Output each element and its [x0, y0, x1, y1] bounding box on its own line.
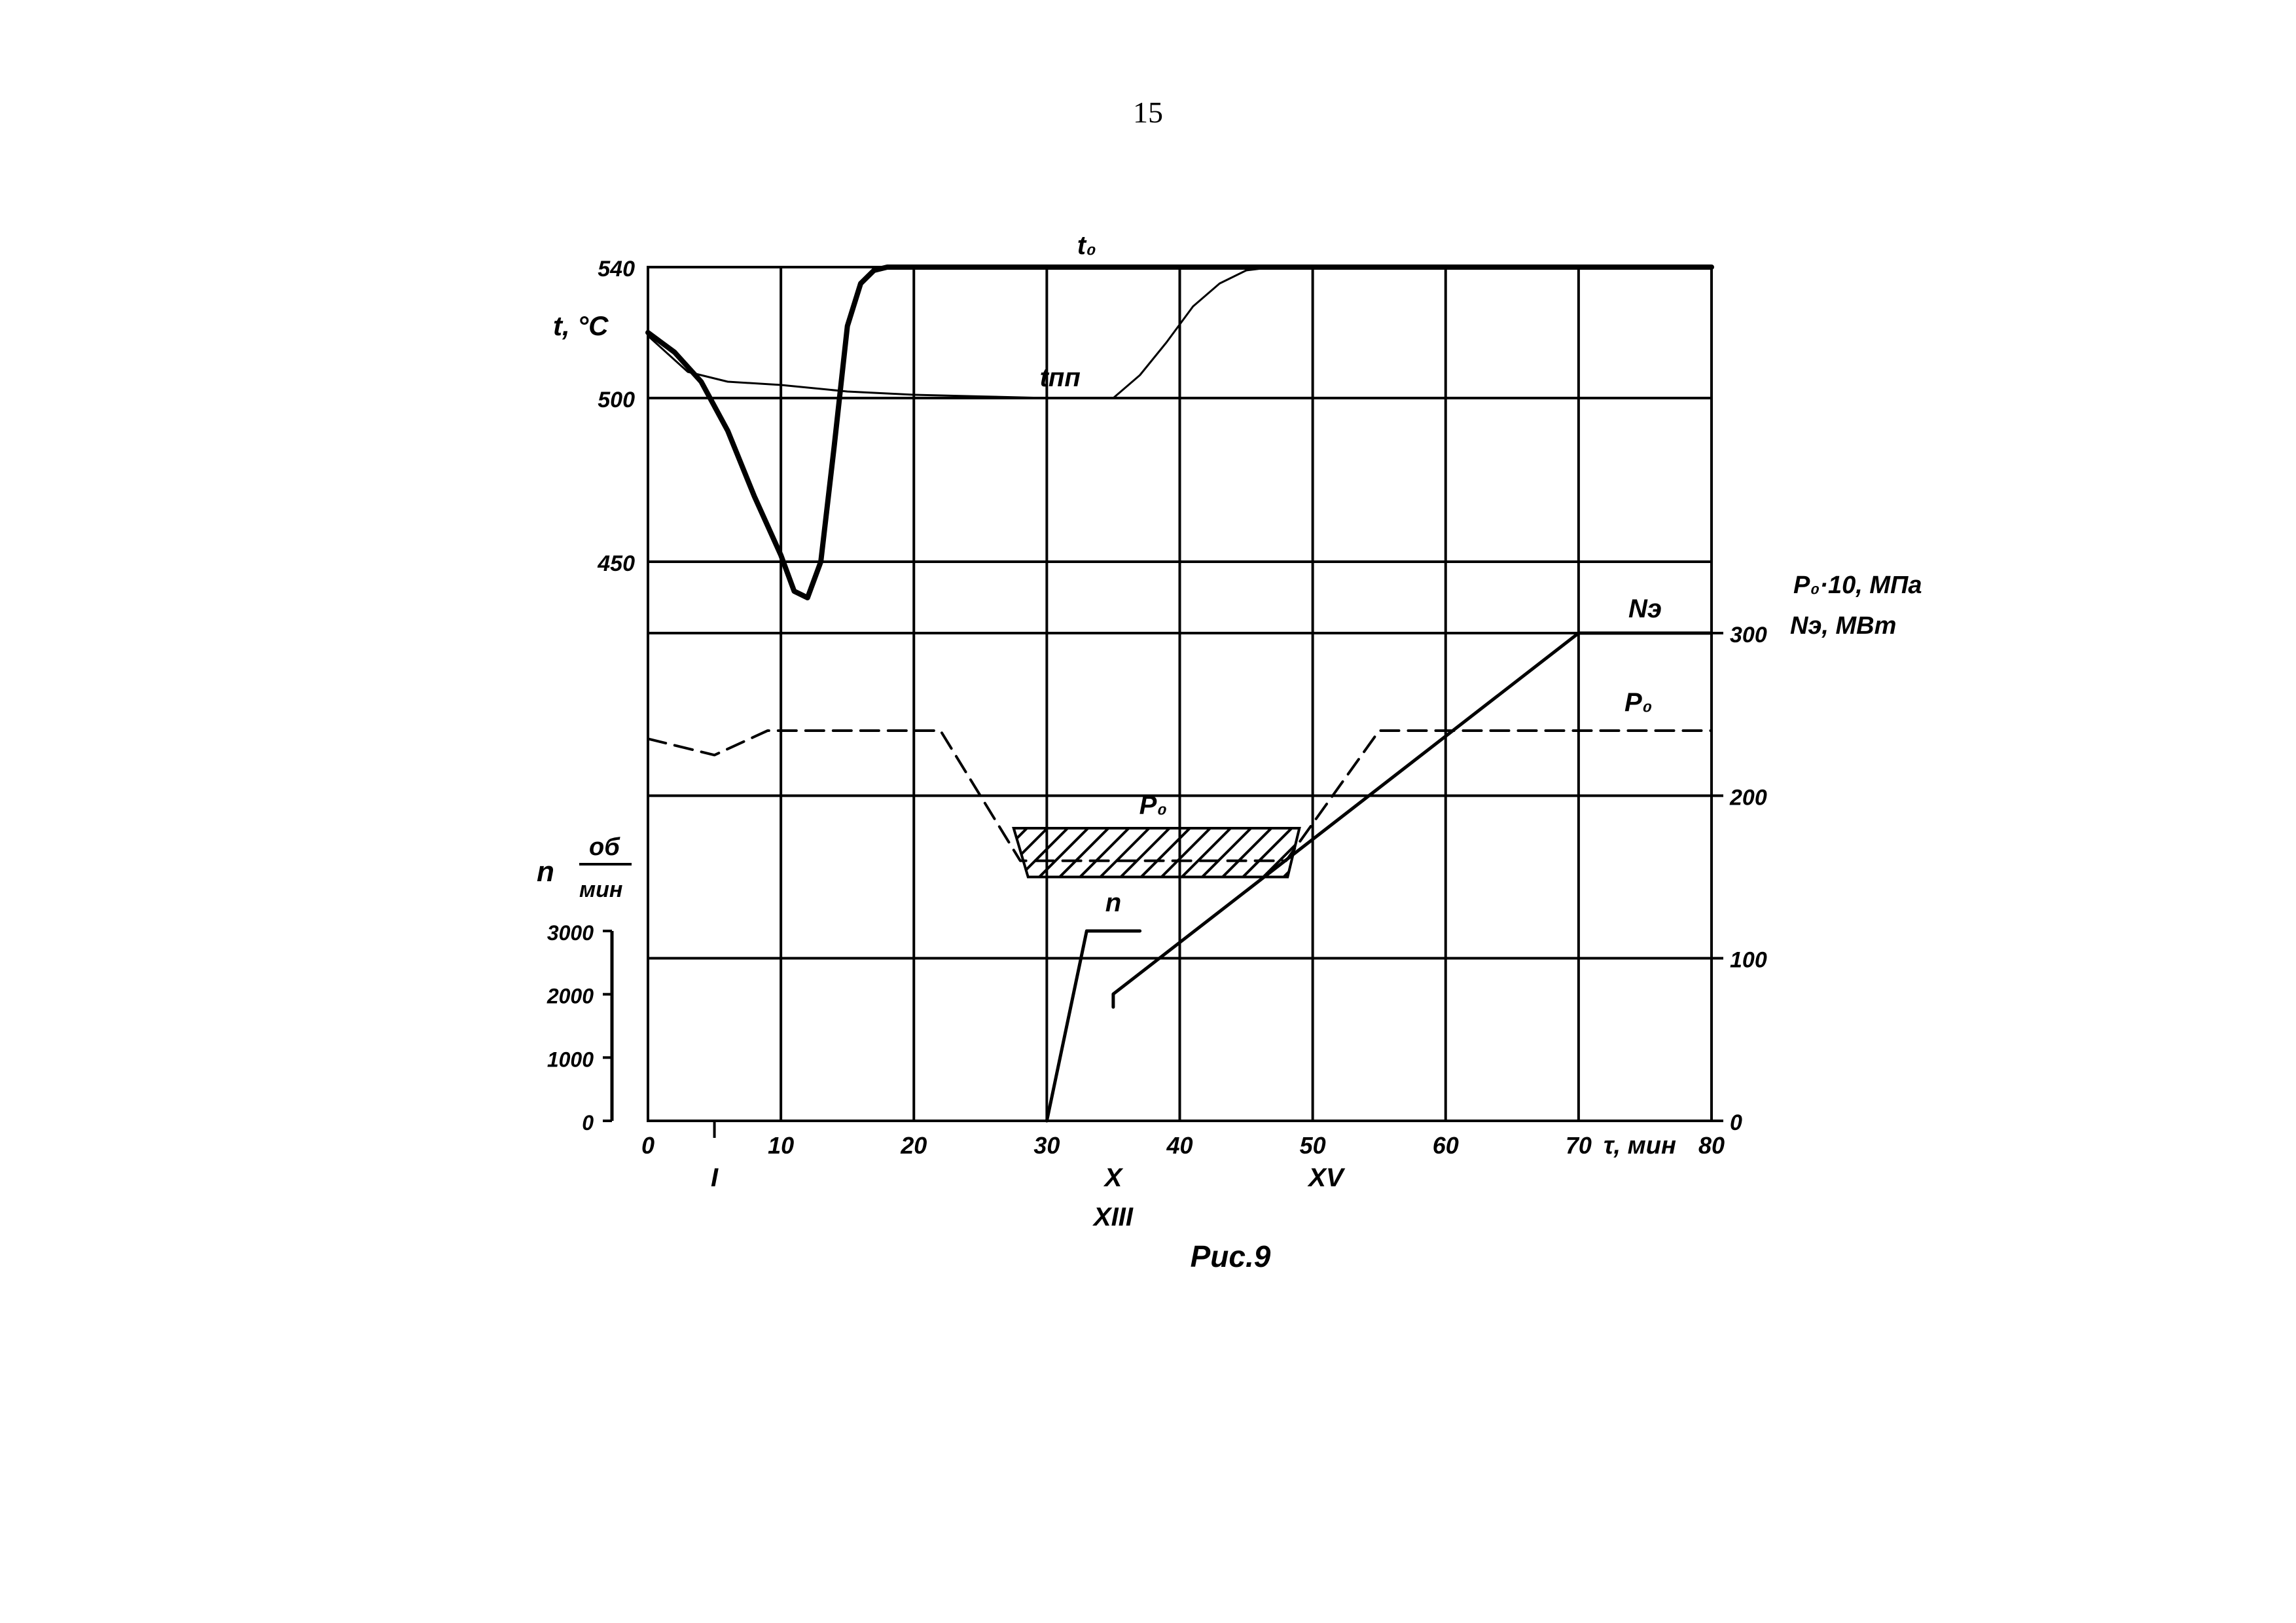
speed-axis-unit-numerator: об [589, 833, 620, 861]
right-tick-label: 0 [1730, 1110, 1742, 1135]
stage-label: I [711, 1163, 719, 1192]
series-line [647, 266, 1713, 399]
x-tick-label: 50 [1300, 1132, 1326, 1159]
x-tick-label: 30 [1033, 1132, 1060, 1159]
x-tick-label: 60 [1433, 1132, 1459, 1159]
x-tick-label: 10 [768, 1132, 794, 1159]
stage-label: XIII [1092, 1203, 1134, 1231]
series-line [1111, 631, 1713, 1009]
right-tick-label: 100 [1730, 948, 1767, 973]
stage-label: XV [1307, 1163, 1346, 1192]
series-line [647, 729, 1713, 862]
series-label: t₀ [1077, 231, 1096, 260]
speed-tick-label: 0 [582, 1111, 594, 1135]
stage-label: X [1103, 1163, 1124, 1192]
page-number: 15 [1133, 96, 1163, 129]
right-tick-label: 300 [1730, 623, 1767, 647]
figure-caption: Рис.9 [1191, 1239, 1271, 1273]
series-label: Nэ [1628, 594, 1662, 623]
x-tick-label: 0 [641, 1132, 655, 1159]
series-line [1045, 929, 1142, 1123]
x-tick-label: 20 [900, 1132, 927, 1159]
temp-tick-label: 450 [597, 551, 635, 576]
temp-tick-label: 540 [598, 257, 635, 282]
temp-tick-label: 500 [598, 388, 635, 412]
pressure-axis-label: P₀·10, МПа [1793, 572, 1922, 599]
power-axis-label: Nэ, МВт [1790, 612, 1896, 640]
x-tick-label: 80 [1698, 1132, 1725, 1159]
speed-axis-unit-denominator: мин [579, 877, 622, 902]
speed-tick-label: 1000 [547, 1048, 594, 1071]
x-tick-label: 70 [1566, 1132, 1592, 1159]
pressure-hatched-band [1012, 827, 1301, 879]
temp-axis-label: t, °С [553, 310, 609, 341]
series-label: P₀ [1624, 688, 1652, 717]
time-axis-label: τ, мин [1604, 1132, 1676, 1159]
speed-axis-label: n [537, 856, 554, 888]
speed-tick-label: 3000 [547, 921, 594, 945]
right-tick-label: 200 [1729, 785, 1767, 810]
speed-tick-label: 2000 [547, 985, 594, 1008]
x-tick-label: 40 [1166, 1132, 1193, 1159]
series-label: tпп [1040, 363, 1081, 392]
series-label: n [1105, 888, 1121, 917]
pressure-band-label: P₀ [1139, 791, 1167, 820]
